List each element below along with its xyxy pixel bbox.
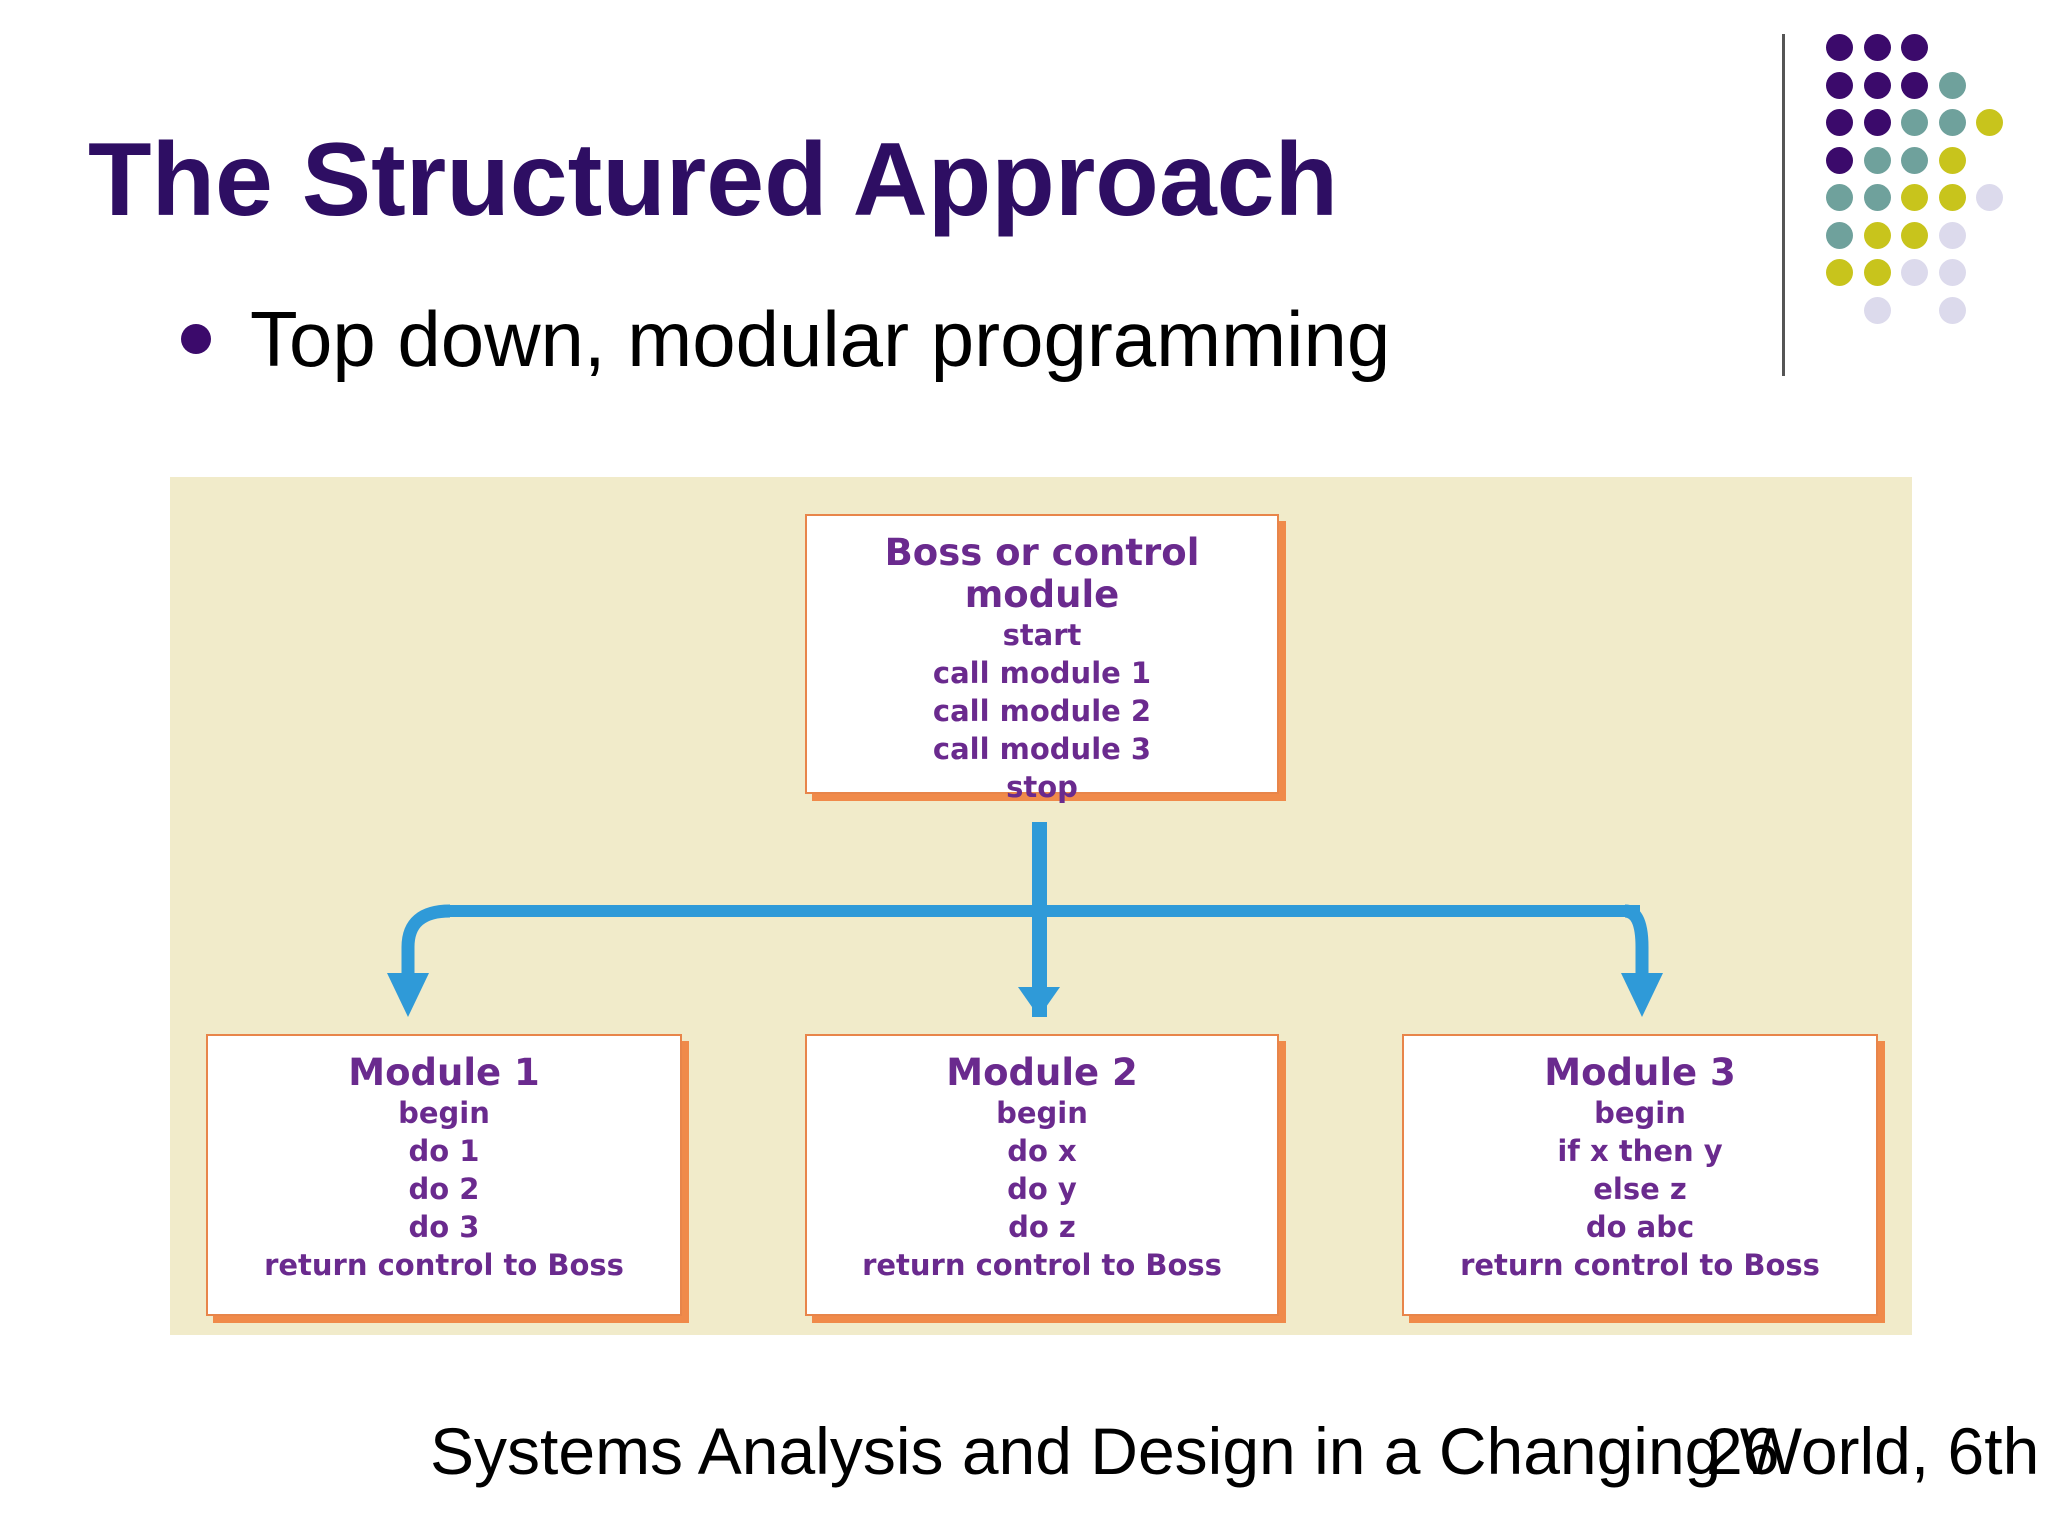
slide-footer: Systems Analysis and Design in a Changin… [430,1414,2040,1488]
module-3-box: Module 3 begin if x then y else z do abc… [1402,1034,1878,1316]
arrowhead-module-2 [1018,987,1060,1017]
module-2-line: begin [996,1096,1088,1130]
decor-dot [1863,221,1891,249]
module-1-line: do 2 [408,1172,480,1206]
boss-module-box: Boss or control module start call module… [805,514,1279,804]
decor-dot [1863,34,1891,61]
module-2-line: return control to Boss [862,1248,1222,1282]
module-1-title: Module 1 [348,1051,540,1094]
module-3-line: else z [1593,1172,1687,1206]
decor-dot [1938,109,1966,136]
module-3-line: if x then y [1557,1134,1723,1168]
module-2-line: do y [1007,1172,1077,1206]
boss-line: call module 1 [932,656,1152,690]
bullet-icon [181,324,211,354]
decor-dot [1826,184,1853,211]
bullet-text: Top down, modular programming [250,295,1391,383]
decor-dot [1826,146,1853,174]
decor-dot [1901,109,1928,136]
decor-dot [1938,221,1966,249]
decor-dot [1863,109,1891,136]
boss-line: call module 3 [932,732,1152,766]
arrow-right-curve [1624,904,1649,997]
module-2-box: Module 2 begin do x do y do z return con… [805,1034,1279,1316]
module-2-title: Module 2 [946,1051,1138,1094]
decor-dot [1901,34,1928,61]
module-1-line: begin [398,1096,490,1130]
module-3-line: return control to Boss [1460,1248,1820,1282]
module-3-title: Module 3 [1544,1051,1736,1094]
decor-dot [1901,71,1928,99]
arrow-horizontal [440,905,1640,917]
boss-line: call module 2 [932,694,1152,728]
decor-dot [1901,146,1928,174]
decor-dot [1826,34,1853,61]
arrowhead-module-1 [387,973,429,1017]
decor-dot [1826,221,1853,249]
decor-dot [1976,184,2003,211]
boss-line: stop [1006,770,1078,804]
decor-dot [1826,109,1853,136]
decor-dot [1826,71,1853,99]
module-2-line: do z [1008,1210,1076,1244]
module-3-line: do abc [1585,1210,1695,1244]
module-1-line: do 1 [408,1134,480,1168]
arrow-trunk-top [1032,822,1047,837]
decor-dot [1938,71,1966,99]
slide-title: The Structured Approach [88,122,1339,238]
module-2-line: do x [1007,1134,1077,1168]
module-1-line: return control to Boss [264,1248,624,1282]
decor-dot [1901,184,1928,211]
decor-dot [1938,296,1966,324]
boss-line: start [1002,618,1082,652]
decor-dot [1938,146,1966,174]
decor-dot [1863,296,1891,324]
decor-dot [1863,259,1891,286]
module-1-box: Module 1 begin do 1 do 2 do 3 return con… [206,1034,682,1316]
arrow-trunk [1032,822,1047,1017]
arrow-left-curve [401,904,451,997]
decor-dot [1863,184,1891,211]
decor-dot [1826,259,1853,286]
decor-dot [1938,184,1966,211]
boss-module-title: Boss or control module [884,531,1200,616]
connector-arrows [387,822,1663,1017]
page-number: 26 [1706,1414,1780,1488]
decor-dot [1901,221,1928,249]
decor-divider [1782,34,1785,376]
module-1-line: do 3 [408,1210,480,1244]
arrowhead-module-3 [1621,973,1663,1017]
decor-dot [1863,71,1891,99]
module-3-line: begin [1594,1096,1686,1130]
decor-dot [1976,109,2003,136]
decor-dot [1863,146,1891,174]
decor-dot [1901,259,1928,286]
decor-dot [1938,259,1966,286]
